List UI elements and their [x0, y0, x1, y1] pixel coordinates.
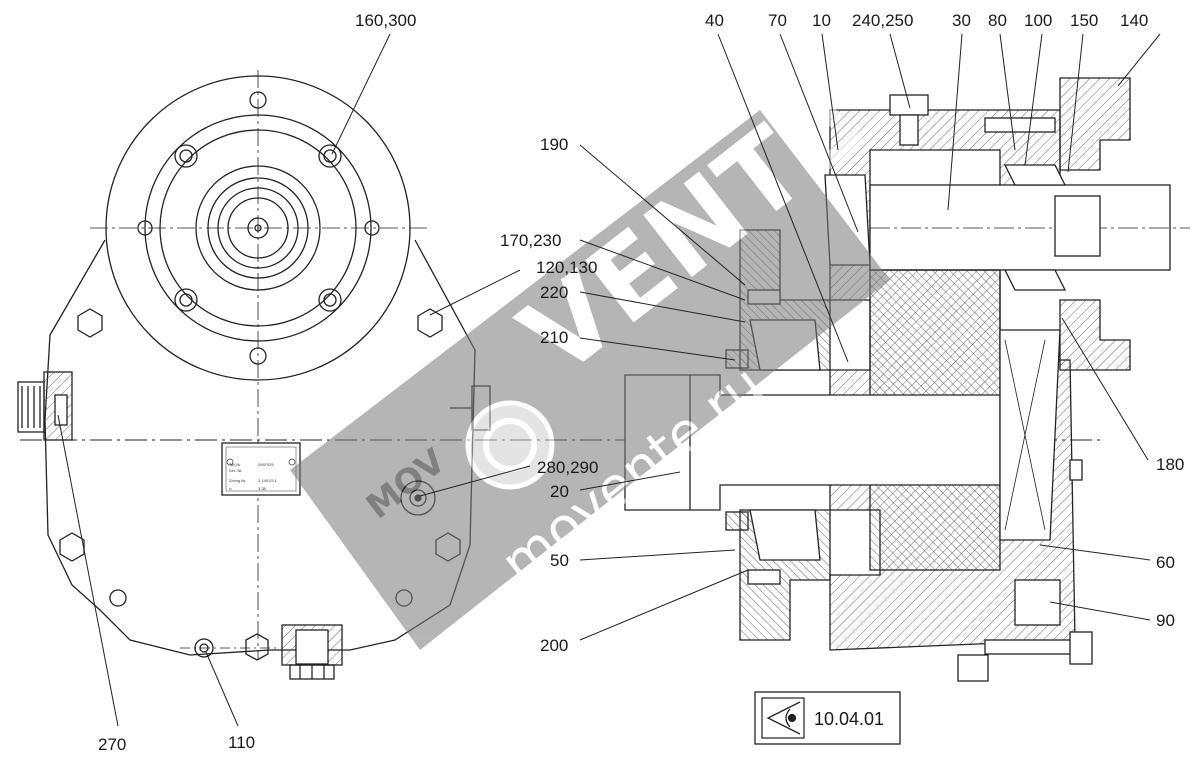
callout-40: 40	[705, 11, 724, 30]
callout-90: 90	[1156, 611, 1175, 630]
callout-120-130: 120,130	[536, 258, 597, 277]
nameplate-line-1: Teil-Nr	[229, 462, 241, 467]
callout-240-250: 240,250	[852, 11, 913, 30]
logo-mark	[465, 400, 555, 490]
flange-bolts	[137, 91, 380, 365]
nameplate-line-4: i=	[229, 486, 233, 491]
callout-60: 60	[1156, 553, 1175, 572]
callout-270: 270	[98, 735, 126, 754]
nameplate-value-3: 3.145.03.1	[258, 478, 278, 483]
callout-280-290: 280,290	[537, 458, 598, 477]
eye-view-icon	[766, 701, 801, 735]
callout-80: 80	[988, 11, 1007, 30]
watermark: MOV VENTE movente.ru	[290, 59, 890, 650]
callout-150: 150	[1070, 11, 1098, 30]
leader-lines	[57, 33, 1161, 727]
callout-140: 140	[1120, 11, 1148, 30]
drain-plug	[180, 624, 343, 680]
callout-50: 50	[550, 551, 569, 570]
reference-box: 10.04.01	[754, 691, 901, 745]
nameplate-value-1: 2997029	[258, 462, 274, 467]
callout-210: 210	[540, 328, 568, 347]
seal-50	[725, 511, 749, 531]
nameplate-value-4: 3.38	[258, 486, 267, 491]
callout-190: 190	[540, 135, 568, 154]
nameplate-line-3: Zchng.Nr.	[229, 478, 246, 483]
callout-70: 70	[768, 11, 787, 30]
callout-20: 20	[550, 482, 569, 501]
reference-code: 10.04.01	[814, 709, 884, 729]
nameplate-line-2: Ser.-Nr.	[229, 468, 243, 473]
callout-180: 180	[1156, 455, 1184, 474]
callout-110: 110	[228, 733, 255, 752]
callout-10: 10	[812, 11, 831, 30]
breather-plug	[17, 371, 73, 441]
callout-30: 30	[952, 11, 971, 30]
callout-200: 200	[540, 636, 568, 655]
output-cover	[1059, 77, 1131, 171]
callout-labels: 160,300 40 70 10 240,250 30 80 100 150 1…	[98, 11, 1184, 754]
callout-100: 100	[1024, 11, 1052, 30]
callout-160-300: 160,300	[355, 11, 416, 30]
output-shaft	[869, 184, 1171, 271]
callout-220: 220	[540, 283, 568, 302]
callout-170-230: 170,230	[500, 231, 561, 250]
nameplate: Teil-Nr Ser.-Nr. Zchng.Nr. i= 2997029 3.…	[221, 442, 301, 496]
